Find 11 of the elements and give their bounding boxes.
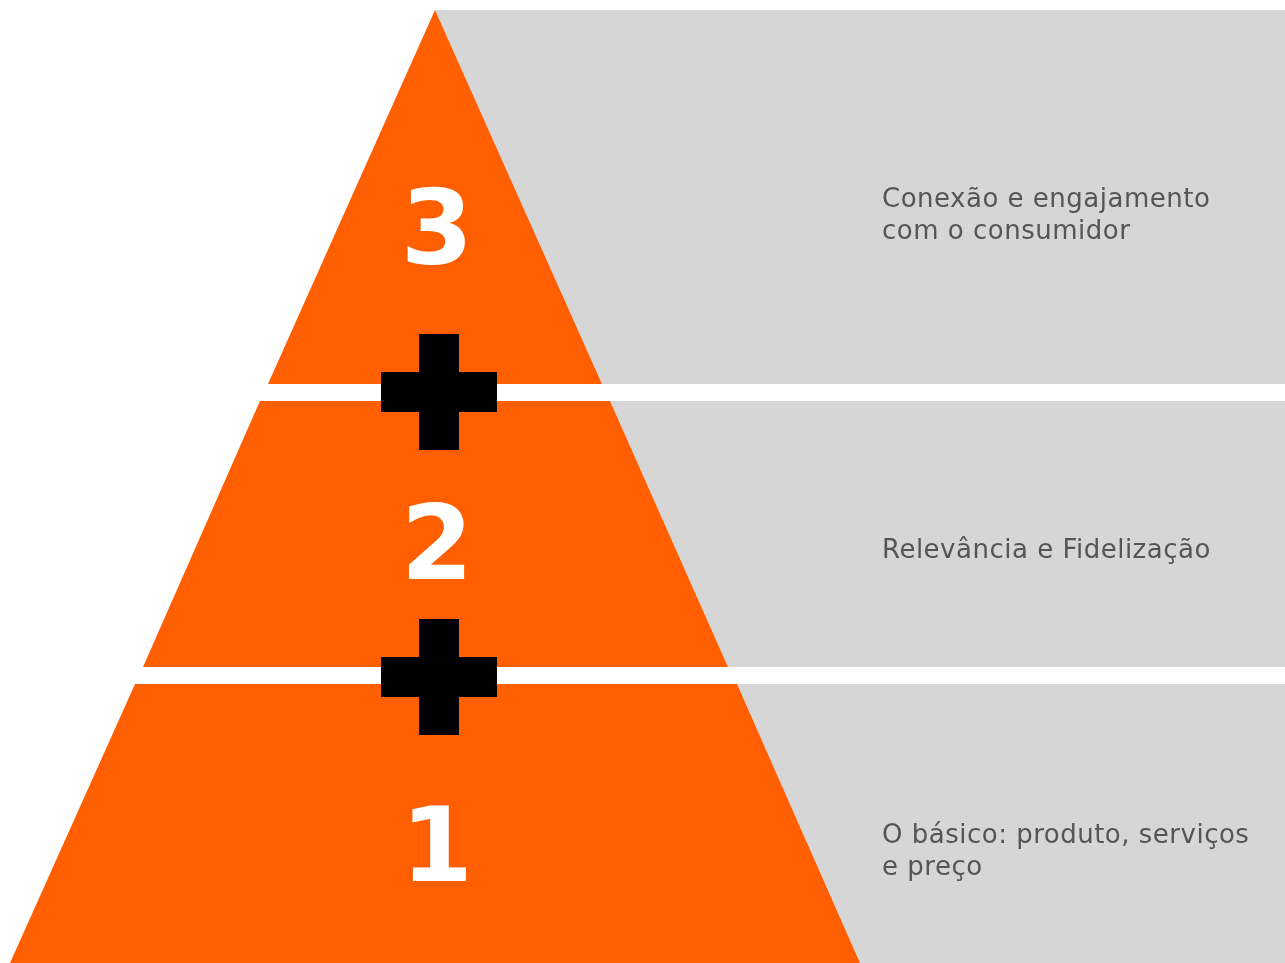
- tier-number: 1: [400, 793, 474, 897]
- tier-description: Conexão e engajamento com o consumidor: [882, 182, 1212, 246]
- tier-description: Relevância e Fidelização: [882, 533, 1212, 565]
- tier-number: 3: [400, 176, 474, 280]
- pyramid-tier: [143, 401, 728, 667]
- pyramid-tier: [268, 10, 602, 384]
- tier-description: O básico: produto, serviços e preço: [882, 818, 1251, 882]
- description-band: [737, 684, 1285, 963]
- tier-number: 2: [400, 491, 474, 595]
- description-band: [610, 401, 1285, 667]
- pyramid-tier: [10, 684, 860, 963]
